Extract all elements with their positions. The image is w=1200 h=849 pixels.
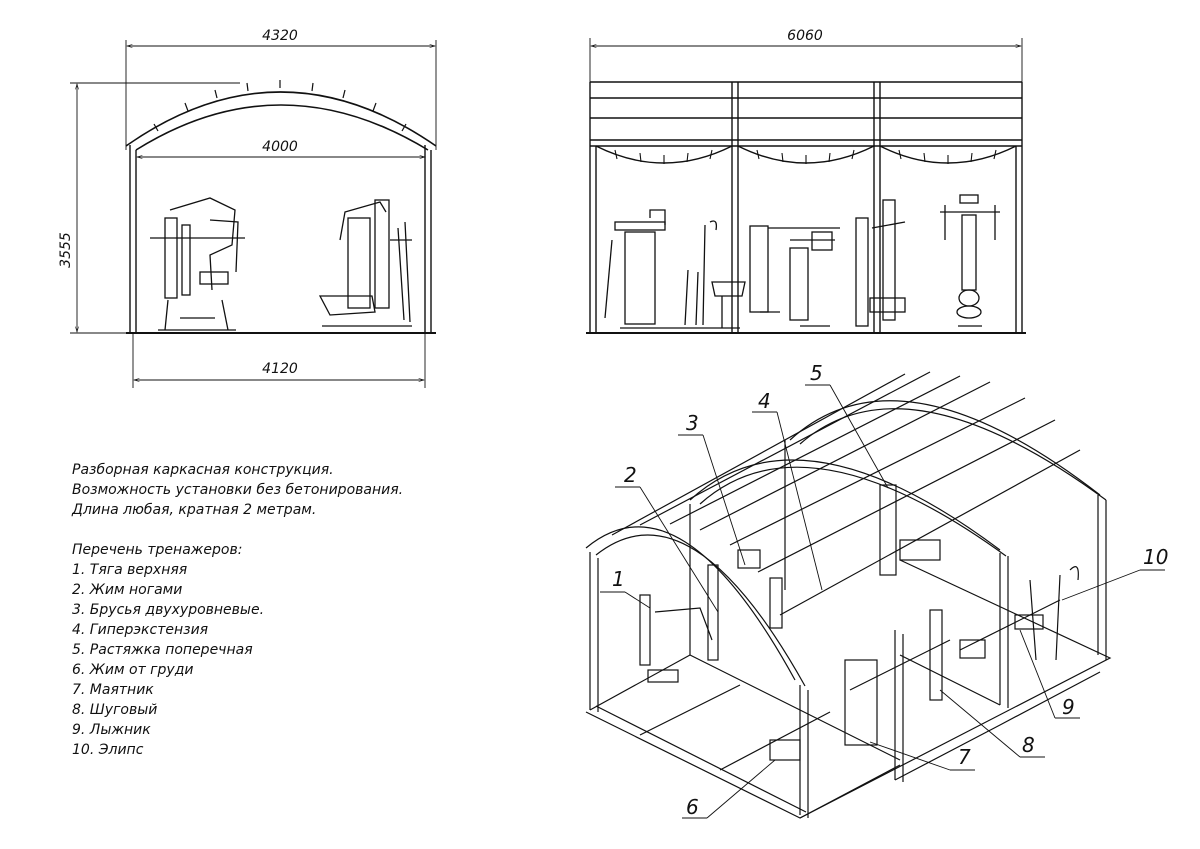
side-dimensions (589, 38, 1023, 82)
dim-side-length: 6060 (787, 28, 823, 44)
dim-front-inner-width: 4000 (262, 139, 298, 155)
equipment-list-item: 7. Маятник (72, 682, 154, 698)
notes-block: Разборная каркасная конструкция. Возможн… (72, 460, 452, 760)
equipment-list-item: 10. Элипс (72, 742, 144, 758)
equipment-list-title: Перечень тренажеров: (72, 542, 243, 558)
callout-4: 4 (758, 389, 771, 413)
dim-front-total-width: 4320 (262, 28, 298, 44)
front-equipment-left (150, 197, 245, 331)
equipment-list-item: 3. Брусья двухуровневые. (72, 602, 265, 618)
callout-7: 7 (958, 745, 971, 769)
callout-5: 5 (810, 361, 823, 385)
dim-front-base-width: 4120 (262, 361, 298, 377)
equipment-list-item: 2. Жим ногами (72, 582, 183, 598)
equipment-list-item: 5. Растяжка поперечная (72, 642, 253, 658)
note-line: Разборная каркасная конструкция. (72, 462, 334, 478)
callout-6: 6 (686, 795, 699, 819)
callout-9: 9 (1062, 695, 1075, 719)
callout-3: 3 (686, 411, 699, 435)
front-dimensions (70, 40, 437, 388)
note-line: Длина любая, кратная 2 метрам. (72, 502, 317, 518)
equipment-list-item: 4. Гиперэкстензия (72, 622, 209, 638)
callout-leaders (600, 384, 1165, 819)
front-view (125, 80, 437, 334)
callout-1: 1 (612, 567, 625, 591)
callout-10: 10 (1143, 545, 1168, 569)
equipment-list-item: 6. Жим от груди (72, 662, 194, 678)
isometric-view (585, 371, 1112, 819)
callout-8: 8 (1022, 733, 1035, 757)
front-equipment-right (318, 199, 412, 327)
callout-2: 2 (624, 463, 637, 487)
equipment-list-item: 1. Тяга верхняя (72, 562, 188, 578)
dim-front-height: 3555 (58, 232, 74, 268)
side-view (586, 81, 1026, 334)
equipment-list-item: 9. Лыжник (72, 722, 151, 738)
note-line: Возможность установки без бетонирования. (72, 482, 404, 498)
equipment-list-item: 8. Шуговый (72, 702, 158, 718)
